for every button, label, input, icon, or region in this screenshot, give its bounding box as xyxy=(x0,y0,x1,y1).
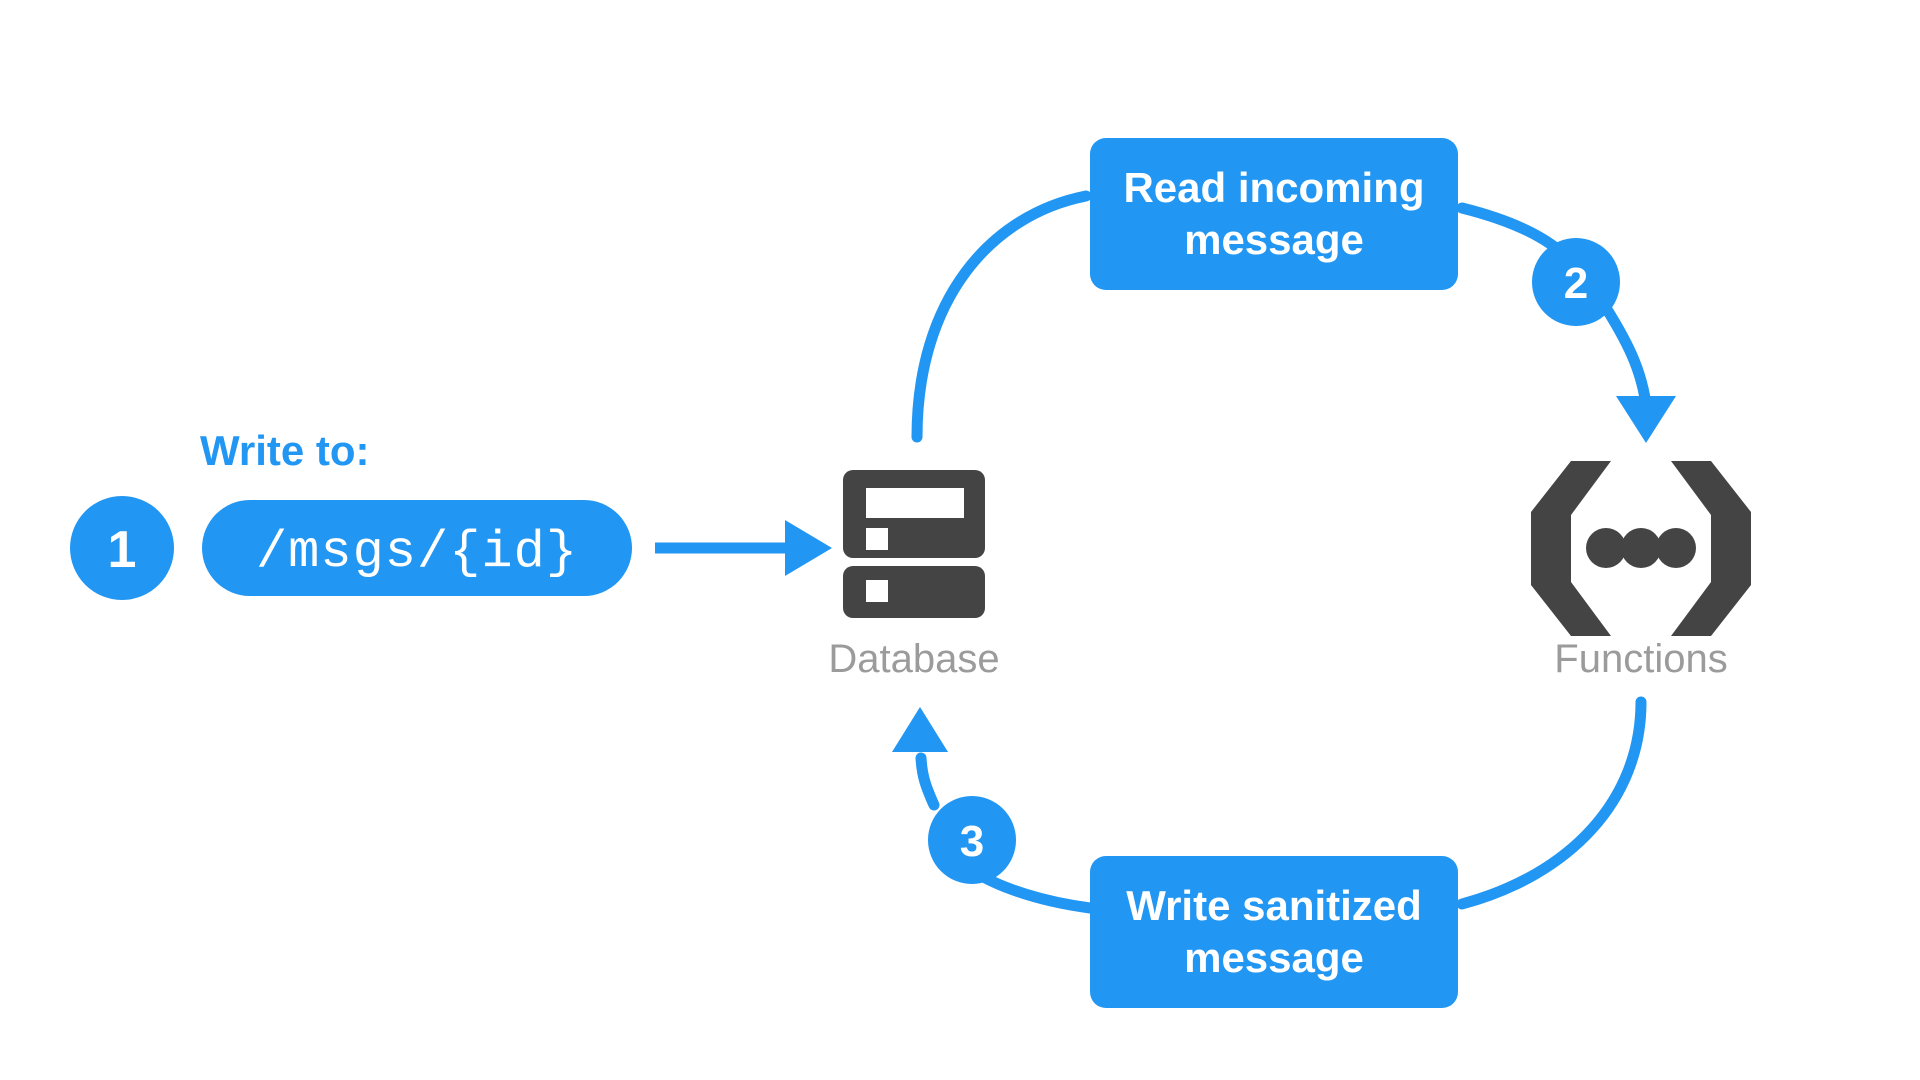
curve-step-3-upper xyxy=(915,752,940,811)
curve-functions-to-write-box-path xyxy=(1456,696,1647,910)
step-1-badge-circle xyxy=(70,496,174,600)
functions-icon-dot-1 xyxy=(1586,528,1626,568)
database-label: Database xyxy=(828,637,999,681)
arrow-step-2-head xyxy=(1616,396,1676,443)
database-icon-top-slot xyxy=(866,488,964,518)
path-pill[interactable]: /msgs/{id} xyxy=(202,500,632,596)
path-pill-background xyxy=(202,500,632,596)
read-incoming-message-line-1: Read incoming xyxy=(1123,164,1424,211)
curve-database-to-read-box-path xyxy=(911,190,1092,443)
arrow-step-1-head xyxy=(785,520,832,576)
curve-functions-to-write-box xyxy=(1456,696,1647,910)
step-2-badge-number: 2 xyxy=(1564,259,1588,308)
path-pill-value: /msgs/{id} xyxy=(256,523,578,582)
step-3-badge[interactable]: 3 xyxy=(928,796,1016,884)
arrow-step-3-head xyxy=(892,707,948,752)
functions-braces-icon xyxy=(1531,461,1751,636)
write-sanitized-message-box[interactable]: Write sanitized message xyxy=(1090,856,1458,1008)
arrow-step-1 xyxy=(655,520,832,576)
read-incoming-message-line-2: message xyxy=(1184,216,1364,263)
database-icon-bottom-led xyxy=(866,580,888,602)
step-1-badge[interactable]: 1 xyxy=(70,496,174,600)
functions-icon-left-bracket xyxy=(1531,461,1611,636)
functions-icon-right-bracket xyxy=(1671,461,1751,636)
curve-database-to-read-box xyxy=(911,190,1092,443)
read-incoming-message-box-background xyxy=(1090,138,1458,290)
step-2-badge[interactable]: 2 xyxy=(1532,238,1620,326)
functions-icon-dot-3 xyxy=(1656,528,1696,568)
functions-label: Functions xyxy=(1554,637,1727,681)
write-sanitized-message-line-2: message xyxy=(1184,934,1364,981)
write-to-caption: Write to: xyxy=(200,427,370,474)
step-2-badge-circle xyxy=(1532,238,1620,326)
database-icon-top-led xyxy=(866,528,888,550)
functions-icon-dot-2 xyxy=(1621,528,1661,568)
curve-step-2-lower xyxy=(1595,294,1651,404)
database-icon xyxy=(843,470,985,618)
database-icon-bottom-unit xyxy=(843,566,985,618)
step-3-badge-number: 3 xyxy=(960,817,984,866)
write-sanitized-message-line-1: Write sanitized xyxy=(1126,882,1422,929)
write-sanitized-message-box-background xyxy=(1090,856,1458,1008)
step-1-badge-number: 1 xyxy=(108,521,137,579)
read-incoming-message-box[interactable]: Read incoming message xyxy=(1090,138,1458,290)
step-3-badge-circle xyxy=(928,796,1016,884)
